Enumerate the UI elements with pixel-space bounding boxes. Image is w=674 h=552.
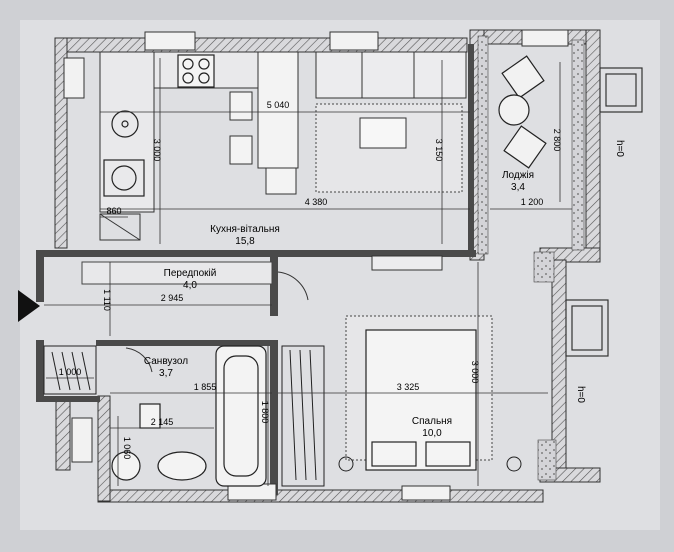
room-area-hall: 4,0: [183, 280, 197, 291]
coffee-table: [359, 117, 407, 149]
dining-table: [229, 51, 299, 195]
sofa: [315, 51, 467, 99]
dim-bath-height: 1 800: [260, 401, 270, 424]
interior-walls: [36, 44, 476, 495]
windows: [63, 29, 569, 501]
dim-bath-side: 1 060: [122, 437, 132, 460]
entrance-arrow: [18, 290, 40, 322]
room-name-bedroom: Спальня: [412, 416, 452, 427]
room-area-bedroom: 10,0: [422, 428, 442, 439]
dimension-lines: [44, 58, 572, 486]
dim-kitchen-depth: 3 000: [152, 139, 162, 162]
room-name-bath: Санвузол: [144, 356, 188, 367]
dim-loggia-height: 2 800: [552, 129, 562, 152]
bedroom-wardrobe: [281, 345, 325, 487]
washer-symbol: [103, 159, 145, 197]
dim-kitchen-width: 5 040: [267, 100, 290, 110]
dim-niche-width: 860: [106, 206, 121, 216]
wall-texture: [477, 35, 585, 481]
bathtub: [215, 345, 267, 487]
loggia-furniture: [498, 55, 547, 169]
dim-bath-length: 2 145: [151, 417, 174, 427]
fridge-niche: [99, 213, 141, 241]
dim-bath-width: 1 855: [194, 382, 217, 392]
room-name-hall: Передпокій: [164, 268, 217, 279]
room-area-kitchen: 15,8: [235, 236, 255, 247]
bed: [365, 329, 477, 471]
nightstand-lamp-right: [506, 456, 522, 472]
room-name-loggia: Лоджія: [502, 170, 534, 181]
dim-loggia-width: 1 200: [521, 197, 544, 207]
room-area-bath: 3,7: [159, 368, 173, 379]
exterior-window-units: [565, 67, 643, 357]
room-name-kitchen: Кухня-вітальня: [210, 224, 280, 235]
bath-door-swing: [125, 347, 153, 373]
hall-wardrobe: [81, 261, 273, 285]
toilet: [139, 403, 207, 481]
room-area-loggia: 3,4: [511, 182, 525, 193]
storage-niche: [43, 345, 97, 395]
hall-door-swing: [277, 271, 309, 301]
dim-hall-depth: 1 110: [102, 289, 112, 311]
dim-bedroom-width: 3 325: [397, 382, 420, 392]
sink-icon: [111, 110, 139, 138]
hob-symbol: [177, 54, 215, 88]
dim-storage-width: 1 000: [59, 367, 82, 377]
window-height-lower: h=0: [575, 386, 586, 403]
bedroom-tv-stand: [371, 255, 443, 271]
window-height-upper: h=0: [614, 140, 625, 157]
washbasin: [111, 451, 141, 481]
dim-bedroom-height: 3 000: [470, 361, 480, 384]
dim-kitchen-length: 4 380: [305, 197, 328, 207]
dim-hall-length: 2 945: [161, 293, 184, 303]
dim-kitchen-right-height: 3 150: [434, 139, 444, 162]
nightstand-lamp-left: [338, 456, 354, 472]
